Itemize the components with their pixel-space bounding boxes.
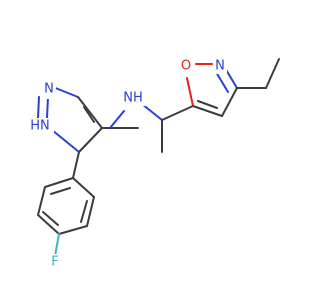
atom-pyrazole-n1h: HN xyxy=(30,119,50,134)
atom-amine-nh: NH xyxy=(123,91,143,106)
bond-n-c3-double xyxy=(215,71,229,93)
bond-ph4-ph5 xyxy=(37,214,60,235)
bond-n1-n2-double xyxy=(37,96,40,119)
label-mask-isoxazole-n xyxy=(213,58,227,74)
bond-ch2-nh xyxy=(109,110,125,129)
atom-labels: N HN NH O N F xyxy=(28,58,227,270)
bond-ph3-ph4 xyxy=(58,225,88,235)
label-mask-fluorine xyxy=(48,254,62,270)
bond-c3-c4 xyxy=(221,87,238,117)
fluorophenyl-ring xyxy=(37,151,95,257)
atom-isoxazole-o: O xyxy=(181,59,191,74)
atom-fluorine: F xyxy=(51,255,58,270)
atom-pyrazole-n2: N xyxy=(44,82,54,97)
bond-c5-o xyxy=(186,77,194,107)
pyrazole-ring xyxy=(37,86,103,153)
label-mask-pyrazole-n2 xyxy=(42,83,56,99)
bond-ph2-ph3 xyxy=(86,196,95,227)
label-mask-isoxazole-o xyxy=(179,58,193,74)
bond-ch-isoxazole xyxy=(161,105,194,121)
bond-ph6-ph1 xyxy=(44,177,74,188)
bond-ph2-ph3-inner xyxy=(80,200,88,223)
bond-c5-n1 xyxy=(51,129,80,153)
bond-c3-c4 xyxy=(77,96,103,129)
bond-ph1-ph2 xyxy=(72,177,95,198)
isoxazole-ring xyxy=(186,63,238,117)
bond-ph6-ph1-inner xyxy=(50,187,71,195)
label-mask-amine-nh xyxy=(120,90,146,106)
bond-ph5-ph6 xyxy=(37,186,46,216)
bond-c4-c5-double xyxy=(197,100,218,109)
bond-ethyl-ch3 xyxy=(265,58,280,89)
bond-c5-phenyl xyxy=(72,151,80,179)
atom-isoxazole-n: N xyxy=(215,59,225,74)
bond-nh-ch xyxy=(141,103,163,121)
bond-c3-c4-double xyxy=(83,106,95,123)
bond-n2-c3 xyxy=(52,86,79,98)
bond-c4-c5 xyxy=(192,105,223,117)
bond-ph4-ph5-inner xyxy=(42,211,59,226)
label-mask-pyrazole-n1h xyxy=(28,118,54,134)
bond-n1-n2 xyxy=(46,96,49,119)
bond-ph4-f xyxy=(54,233,60,257)
molecule-structure-diagram: N HN NH O N F xyxy=(28,58,280,270)
bond-c4-c5 xyxy=(78,127,103,153)
